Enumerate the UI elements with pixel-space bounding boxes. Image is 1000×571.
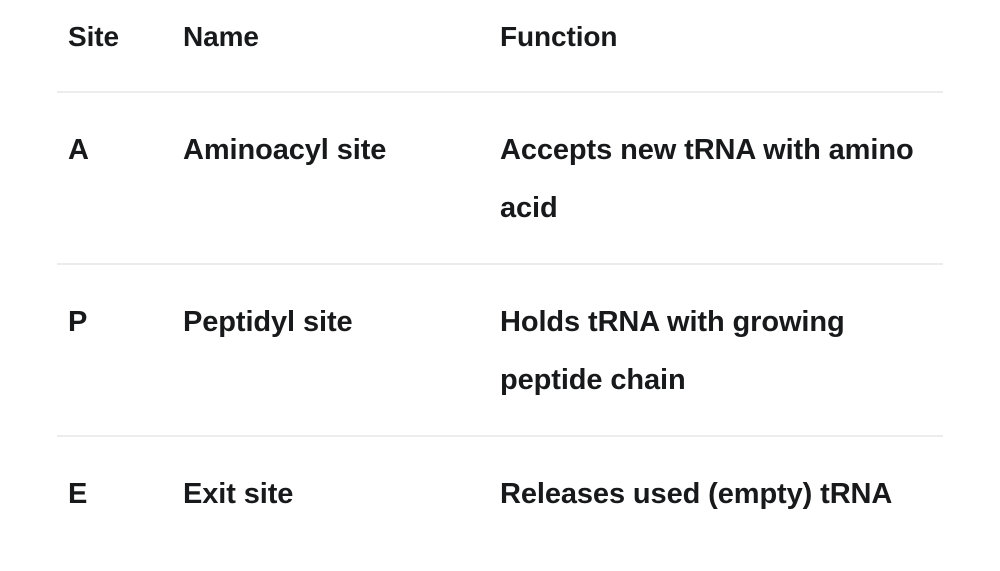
cell-function: Accepts new tRNA with amino acid xyxy=(500,134,914,224)
cell-site: E xyxy=(68,478,88,510)
cell-name: Aminoacyl site xyxy=(183,134,387,166)
column-header-function: Function xyxy=(500,21,618,52)
table-row: A Aminoacyl site Accepts new tRNA with a… xyxy=(57,93,943,265)
cell-site: P xyxy=(68,306,88,338)
table-row: P Peptidyl site Holds tRNA with growing … xyxy=(57,265,943,437)
table-row: E Exit site Releases used (empty) tRNA xyxy=(57,437,943,549)
column-header-name: Name xyxy=(183,21,259,52)
cell-name: Peptidyl site xyxy=(183,306,353,338)
ribosome-sites-table: Site Name Function A Aminoacyl site Acce… xyxy=(57,0,943,549)
cell-site: A xyxy=(68,134,89,166)
cell-name: Exit site xyxy=(183,478,294,510)
cell-function: Releases used (empty) tRNA xyxy=(500,478,893,510)
table-header-row: Site Name Function xyxy=(57,0,943,93)
column-header-site: Site xyxy=(68,21,119,52)
cell-function: Holds tRNA with growing peptide chain xyxy=(500,306,845,396)
